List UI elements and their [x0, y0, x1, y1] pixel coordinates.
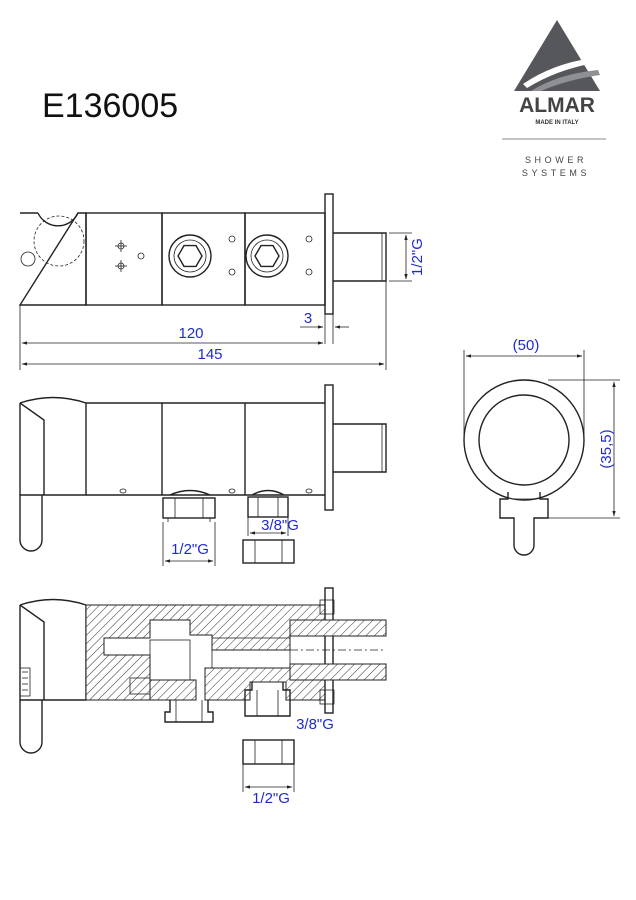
dim-inlet-thread-side: 1/2"G: [171, 541, 209, 558]
side-view: [463, 379, 585, 556]
top-view-dimensions: 1/2"G 3 120 145: [19, 232, 426, 370]
dim-outlet-thread: 1/2"G: [409, 238, 426, 276]
triangle-logo-icon: [514, 20, 600, 91]
almar-logo: ALMAR MADE IN ITALY SHOWER SYSTEMS: [502, 20, 606, 178]
product-code: E136005: [42, 87, 178, 125]
side-view-dimensions: (50) (35,5): [463, 337, 620, 519]
made-in-italy: MADE IN ITALY: [535, 120, 578, 126]
dim-projection-depth: (35,5): [598, 429, 615, 468]
dim-body-length: 120: [178, 325, 203, 342]
front-view-dimensions: 1/2"G 3/8"G: [162, 517, 299, 566]
dim-flange-thickness: 3: [304, 310, 312, 327]
tagline-systems: SYSTEMS: [522, 168, 590, 178]
dim-flange-diameter: (50): [513, 337, 540, 354]
dim-inlet-thread-section: 1/2"G: [252, 790, 290, 807]
brand-name: ALMAR: [519, 94, 595, 117]
front-view: [19, 384, 387, 564]
section-view-dimensions: 3/8"G 1/2"G: [242, 716, 334, 807]
dim-connector-thread-section: 3/8"G: [296, 716, 334, 733]
tagline-shower: SHOWER: [525, 155, 587, 165]
section-view: [19, 587, 387, 765]
top-view: [18, 193, 387, 315]
dim-connector-thread-side: 3/8"G: [261, 517, 299, 534]
dim-overall-length: 145: [197, 346, 222, 363]
